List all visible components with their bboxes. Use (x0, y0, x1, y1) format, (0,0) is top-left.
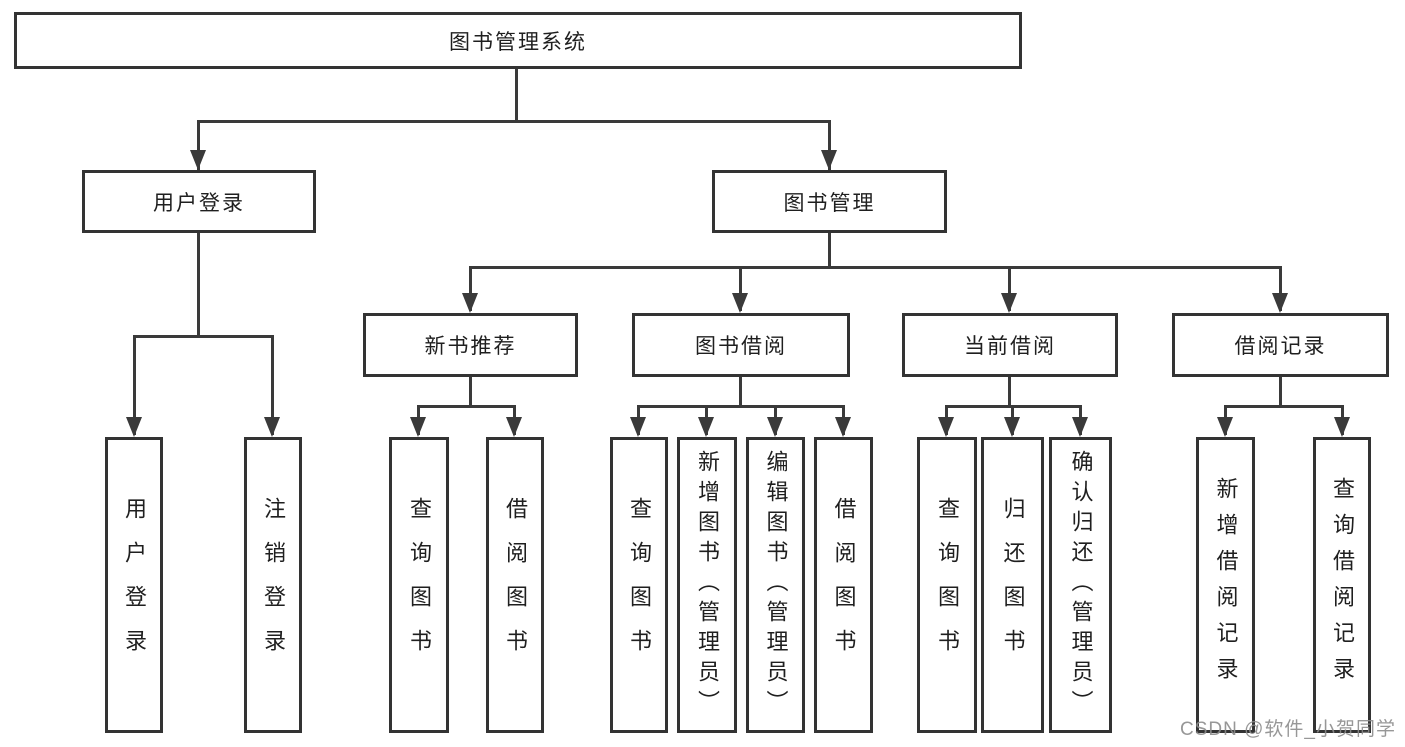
arrow-down-icon (732, 293, 748, 313)
leaf-cb-confirm-return-admin: 确认归还（管理员） (1049, 437, 1112, 733)
leaf-br-add-record: 新增借阅记录 (1196, 437, 1255, 733)
leaf-br-query-record: 查询借阅记录 (1313, 437, 1371, 733)
arrow-down-icon (1217, 417, 1233, 437)
connector-drop-borrow-records (1279, 266, 1282, 311)
arrow-down-icon (190, 150, 206, 170)
connector-drop-current-borrow (1008, 266, 1011, 311)
arrow-down-icon (938, 417, 954, 437)
connector-user-login-rail (133, 335, 274, 338)
node-label: 用户登录 (122, 497, 147, 673)
leaf-logout-login: 注销登录 (244, 437, 302, 733)
node-book-management: 图书管理 (712, 170, 947, 233)
arrow-down-icon (1334, 417, 1350, 437)
arrow-down-icon (1272, 293, 1288, 313)
connector-book-borrow-rail (637, 405, 845, 408)
arrow-down-icon (821, 150, 837, 170)
connector-book-management-stem (828, 232, 831, 268)
node-user-login: 用户登录 (82, 170, 316, 233)
arrow-down-icon (462, 293, 478, 313)
connector-drop-new-book (469, 266, 472, 311)
node-label: 新增借阅记录 (1213, 477, 1239, 693)
arrow-down-icon (410, 417, 426, 437)
node-new-book-recommend: 新书推荐 (363, 313, 578, 377)
leaf-user-login: 用户登录 (105, 437, 163, 733)
node-label: 新增图书（管理员） (695, 450, 720, 720)
connector-new-book-stem (469, 376, 472, 407)
watermark-text: CSDN @软件_小贺同学 (1180, 719, 1396, 740)
leaf-bb-add-books-admin: 新增图书（管理员） (677, 437, 737, 733)
node-book-borrowing: 图书借阅 (632, 313, 850, 377)
node-label: 图书管理系统 (449, 30, 587, 54)
node-borrow-records: 借阅记录 (1172, 313, 1389, 377)
node-label: 图书借阅 (695, 335, 787, 358)
node-label: 新书推荐 (424, 335, 517, 358)
connector-drop-book-borrow (739, 266, 742, 311)
connector-borrow-records-rail (1224, 405, 1344, 408)
node-root: 图书管理系统 (14, 12, 1022, 69)
connector-drop-book-management (828, 120, 831, 170)
arrow-down-icon (126, 417, 142, 437)
node-label: 确认归还（管理员） (1068, 450, 1094, 720)
leaf-nbr-borrow-books: 借阅图书 (486, 437, 544, 733)
leaf-nbr-query-books: 查询图书 (389, 437, 449, 733)
node-label: 借阅图书 (503, 497, 528, 673)
connector-drop-leaf-user-login (133, 335, 136, 435)
node-label: 用户登录 (153, 191, 245, 215)
node-label: 借阅记录 (1234, 335, 1327, 358)
leaf-bb-edit-books-admin: 编辑图书（管理员） (746, 437, 805, 733)
arrow-down-icon (1004, 417, 1020, 437)
connector-new-book-rail (417, 405, 516, 408)
node-label: 查询图书 (627, 497, 652, 673)
node-label: 查询借阅记录 (1330, 477, 1355, 693)
node-label: 查询图书 (935, 497, 960, 673)
node-label: 编辑图书（管理员） (763, 450, 789, 720)
leaf-bb-query-books: 查询图书 (610, 437, 668, 733)
connector-current-borrow-stem (1008, 376, 1011, 407)
node-label: 当前借阅 (964, 335, 1056, 358)
connector-root-stem (515, 69, 518, 121)
arrow-down-icon (698, 417, 714, 437)
connector-user-login-stem (197, 232, 200, 337)
node-label: 归还图书 (1000, 497, 1026, 673)
connector-book-borrow-stem (739, 376, 742, 407)
leaf-bb-borrow-books: 借阅图书 (814, 437, 873, 733)
leaf-cb-query-books: 查询图书 (917, 437, 977, 733)
arrow-down-icon (630, 417, 646, 437)
arrow-down-icon (264, 417, 280, 437)
node-label: 注销登录 (261, 497, 286, 673)
node-label: 图书管理 (783, 191, 876, 215)
leaf-cb-return-books: 归还图书 (981, 437, 1044, 733)
connector-root-rail (197, 120, 831, 123)
arrow-down-icon (1072, 417, 1088, 437)
connector-drop-user-login (197, 120, 200, 170)
connector-drop-leaf-logout (271, 335, 274, 435)
node-label: 借阅图书 (831, 497, 857, 673)
arrow-down-icon (1001, 293, 1017, 313)
connector-borrow-records-stem (1279, 376, 1282, 407)
arrow-down-icon (506, 417, 522, 437)
connector-book-management-rail (469, 266, 1282, 269)
arrow-down-icon (835, 417, 851, 437)
node-label: 查询图书 (407, 497, 432, 673)
arrow-down-icon (767, 417, 783, 437)
node-current-borrowing: 当前借阅 (902, 313, 1118, 377)
